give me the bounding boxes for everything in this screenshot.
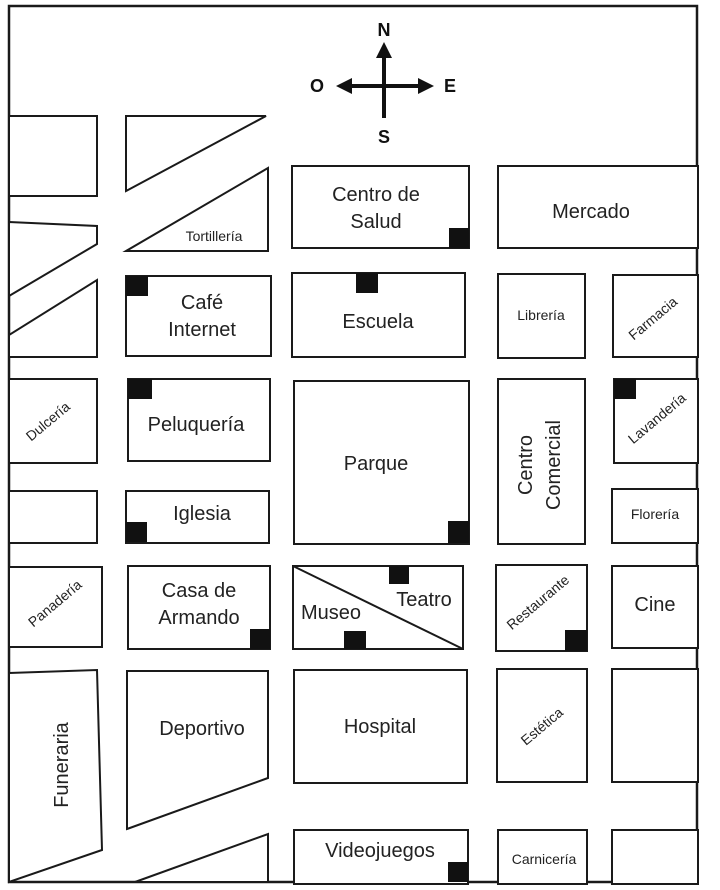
block-centro-de-salud bbox=[291, 165, 470, 249]
block-mercado bbox=[497, 165, 699, 249]
block-unnamed-west-row4 bbox=[8, 490, 98, 544]
label-parque: Parque bbox=[344, 453, 409, 475]
label-carniceria: Carnicería bbox=[512, 851, 577, 867]
block-videojuegos bbox=[293, 829, 469, 885]
compass-east-arrowhead bbox=[418, 78, 434, 94]
block-west-row2-upper bbox=[8, 220, 98, 298]
label-museo: Museo bbox=[301, 602, 361, 624]
block-tortilleria bbox=[122, 166, 269, 252]
divider-museo-teatro bbox=[292, 565, 464, 650]
label-centro-de-salud-line1: Centro de bbox=[332, 184, 420, 206]
compass-south: S bbox=[378, 127, 390, 147]
block-hospital bbox=[293, 669, 468, 784]
door-museo bbox=[344, 631, 366, 649]
label-deportivo: Deportivo bbox=[159, 718, 245, 740]
block-libreria bbox=[497, 273, 586, 359]
door-videojuegos bbox=[448, 862, 468, 882]
door-lavanderia bbox=[614, 379, 636, 399]
door-restaurante bbox=[565, 630, 587, 651]
label-iglesia: Iglesia bbox=[173, 503, 232, 525]
label-mercado: Mercado bbox=[552, 201, 630, 223]
block-unnamed-east-row6 bbox=[611, 668, 699, 783]
label-videojuegos: Videojuegos bbox=[325, 840, 435, 862]
label-libreria: Librería bbox=[517, 307, 565, 323]
compass-west-arrowhead bbox=[336, 78, 352, 94]
compass-north-arrowhead bbox=[376, 42, 392, 58]
block-estetica bbox=[496, 668, 588, 783]
label-hospital: Hospital bbox=[344, 716, 416, 738]
door-centro-de-salud bbox=[449, 228, 469, 248]
block-parque bbox=[293, 380, 470, 545]
block-dulceria bbox=[8, 378, 98, 464]
label-funeraria: Funeraria bbox=[51, 721, 73, 807]
door-teatro bbox=[389, 566, 409, 584]
block-iglesia bbox=[125, 490, 270, 544]
block-triangle-north bbox=[125, 115, 267, 193]
block-funeraria bbox=[8, 668, 104, 884]
block-deportivo bbox=[126, 670, 269, 831]
label-escuela: Escuela bbox=[342, 311, 414, 333]
door-parque bbox=[448, 521, 469, 543]
label-centro-comercial-line2: Comercial bbox=[543, 420, 565, 510]
label-cine: Cine bbox=[634, 594, 675, 616]
label-centro-de-salud-line2: Salud bbox=[350, 211, 401, 233]
label-cafe-internet-line1: Café bbox=[181, 292, 223, 314]
door-peluqueria bbox=[128, 379, 152, 399]
compass-north: N bbox=[378, 20, 391, 40]
label-peluqueria: Peluquería bbox=[148, 414, 246, 436]
block-unnamed-west-top bbox=[8, 115, 98, 197]
block-west-row2-lower bbox=[8, 278, 98, 358]
block-restaurante bbox=[495, 564, 588, 652]
label-floreria: Florería bbox=[631, 506, 679, 522]
block-centro-comercial bbox=[497, 378, 586, 545]
block-southwest-triangle bbox=[134, 832, 269, 883]
label-cafe-internet-line2: Internet bbox=[168, 319, 236, 341]
label-casa-de-armando-line1: Casa de bbox=[162, 580, 237, 602]
block-panaderia bbox=[8, 566, 103, 648]
block-cafe-internet bbox=[125, 275, 272, 357]
block-floreria bbox=[611, 488, 699, 544]
block-casa-de-armando bbox=[127, 565, 271, 650]
label-centro-comercial-line1: Centro bbox=[515, 435, 537, 495]
label-tortilleria: Tortillería bbox=[186, 228, 243, 244]
block-carniceria bbox=[497, 829, 588, 885]
door-cafe-internet bbox=[126, 276, 148, 296]
block-escuela bbox=[291, 272, 466, 358]
compass-west: O bbox=[310, 76, 324, 96]
door-escuela bbox=[356, 273, 378, 293]
door-iglesia bbox=[126, 522, 147, 542]
block-cine bbox=[611, 565, 699, 649]
block-unnamed-east-row7 bbox=[611, 829, 699, 885]
block-farmacia bbox=[612, 274, 699, 358]
label-casa-de-armando-line2: Armando bbox=[158, 607, 239, 629]
door-casa-de-armando bbox=[250, 629, 270, 649]
compass-rose: N S E O bbox=[310, 20, 456, 147]
label-teatro: Teatro bbox=[396, 589, 452, 611]
compass-east: E bbox=[444, 76, 456, 96]
